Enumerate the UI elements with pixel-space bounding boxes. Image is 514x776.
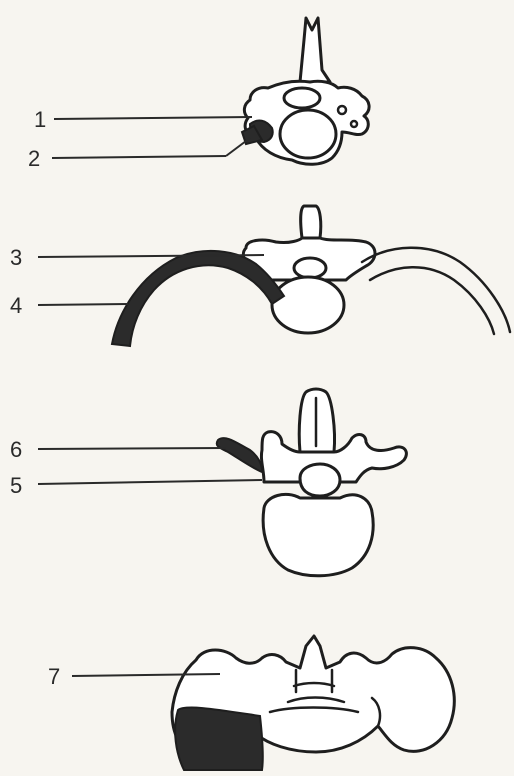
vertebra-top bbox=[242, 18, 369, 164]
label-4: 4 bbox=[10, 293, 22, 318]
label-1: 1 bbox=[34, 107, 46, 132]
sacrum bbox=[172, 636, 454, 770]
leader-lines bbox=[38, 117, 264, 676]
vertebra-lumbar bbox=[217, 389, 407, 576]
label-6: 6 bbox=[10, 437, 22, 462]
label-2: 2 bbox=[28, 146, 40, 171]
label-3: 3 bbox=[10, 245, 22, 270]
label-7: 7 bbox=[48, 664, 60, 689]
vertebra-thoracic bbox=[112, 206, 510, 346]
label-5: 5 bbox=[10, 473, 22, 498]
